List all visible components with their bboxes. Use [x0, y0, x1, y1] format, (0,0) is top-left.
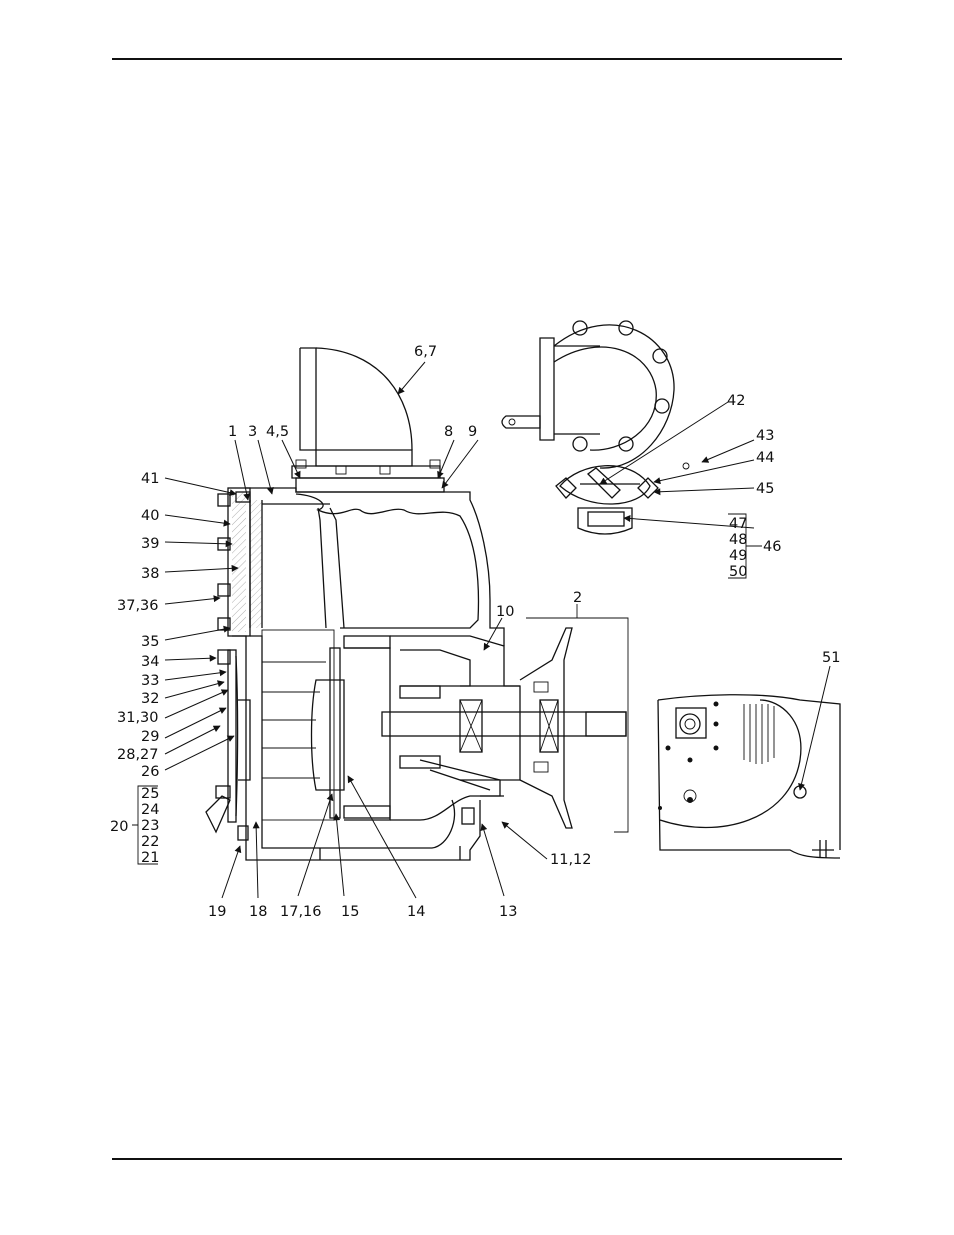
callout-6-7: 6,7: [414, 344, 437, 360]
group-20-item: 22: [141, 834, 159, 850]
callout-39: 39: [141, 536, 159, 552]
group-46-item: 50: [729, 564, 747, 580]
callout-31-30: 31,30: [117, 710, 159, 726]
callout-9: 9: [468, 424, 477, 440]
callout-20: 20: [110, 819, 128, 835]
callout-46: 46: [763, 539, 781, 555]
drive-end-view: [658, 695, 840, 858]
callout-41: 41: [141, 471, 159, 487]
group-46-item: 49: [729, 548, 747, 564]
group-20-item: 25: [141, 786, 159, 802]
callout-44: 44: [756, 450, 774, 466]
callout-29: 29: [141, 729, 159, 745]
callout-35: 35: [141, 634, 159, 650]
callout-18: 18: [249, 904, 267, 920]
callout-17-16: 17,16: [280, 904, 322, 920]
callout-3: 3: [248, 424, 257, 440]
callout-33: 33: [141, 673, 159, 689]
callout-32: 32: [141, 691, 159, 707]
suction-end-view: [502, 321, 689, 534]
callout-34: 34: [141, 654, 159, 670]
callout-labels: 6,7 1 3 4,5 8 9 41 40 39 38 37,36 35 34 …: [110, 344, 840, 920]
group-20-item: 23: [141, 818, 159, 834]
callout-8: 8: [444, 424, 453, 440]
callout-37-36: 37,36: [117, 598, 159, 614]
callout-40: 40: [141, 508, 159, 524]
callout-51: 51: [822, 650, 840, 666]
callout-10: 10: [496, 604, 514, 620]
callout-11-12: 11,12: [550, 852, 592, 868]
callout-4-5: 4,5: [266, 424, 289, 440]
callout-42: 42: [727, 393, 745, 409]
callout-43: 43: [756, 428, 774, 444]
callout-26: 26: [141, 764, 159, 780]
callout-19: 19: [208, 904, 226, 920]
bracket-2: [526, 618, 628, 832]
callout-38: 38: [141, 566, 159, 582]
callout-13: 13: [499, 904, 517, 920]
callout-28-27: 28,27: [117, 747, 159, 763]
callout-14: 14: [407, 904, 425, 920]
group-46-item: 47: [729, 516, 747, 532]
callout-2: 2: [573, 590, 582, 606]
group-46-item: 48: [729, 532, 747, 548]
group-20-item: 21: [141, 850, 159, 866]
callout-15: 15: [341, 904, 359, 920]
callout-1: 1: [228, 424, 237, 440]
group-20-item: 24: [141, 802, 159, 818]
callout-45: 45: [756, 481, 774, 497]
